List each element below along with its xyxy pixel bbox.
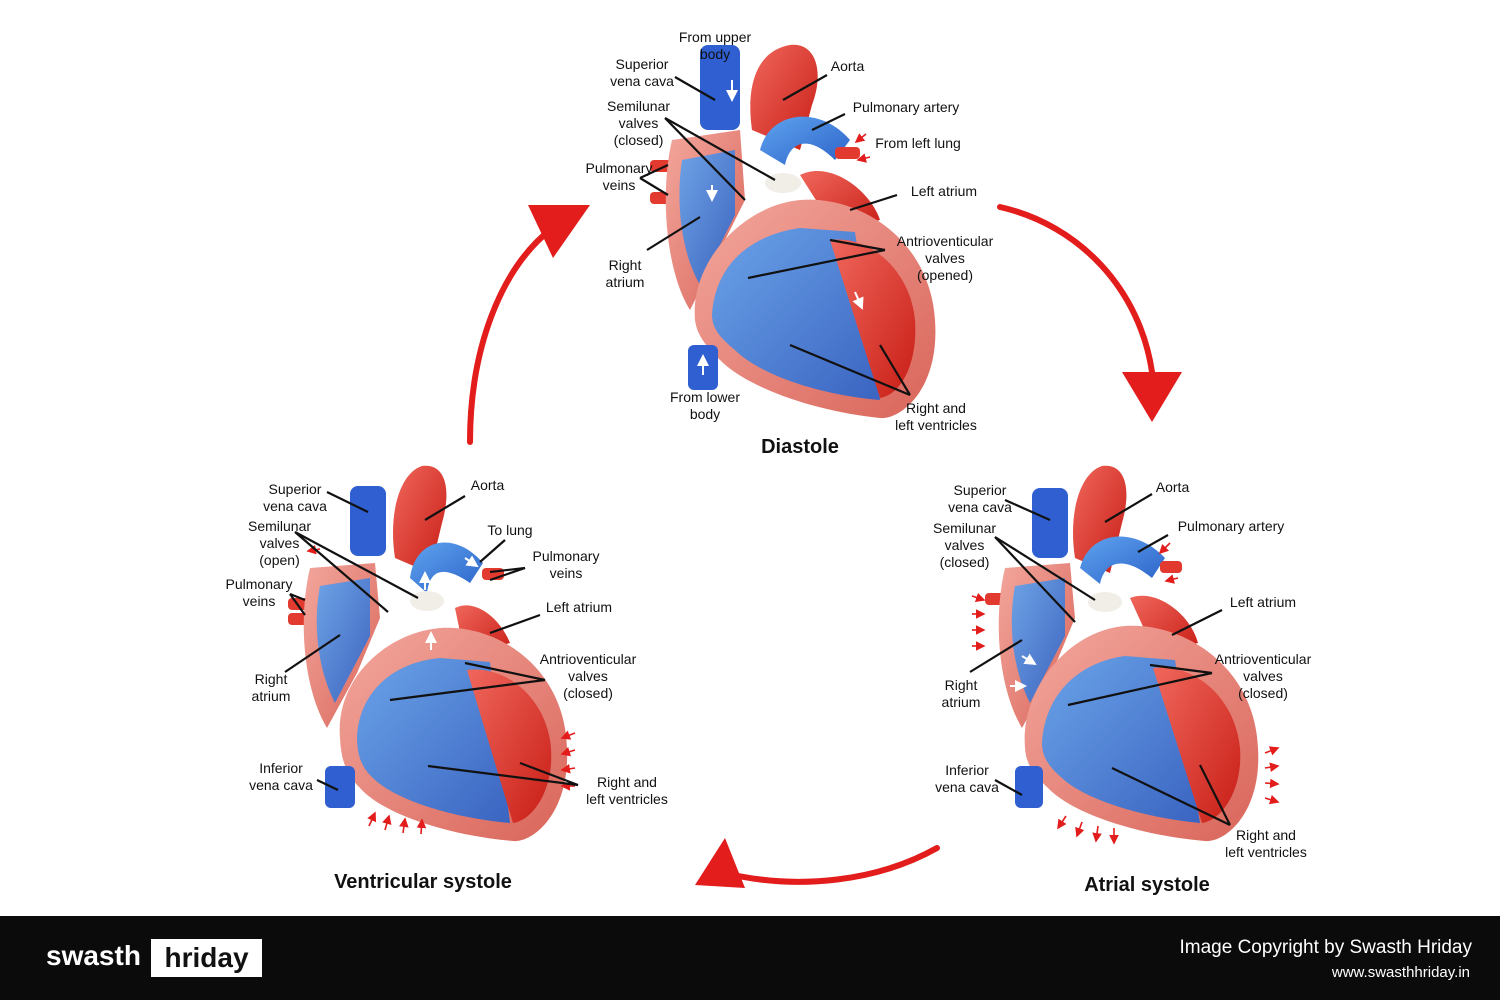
label-av-valves: Antrioventicular valves (opened) xyxy=(896,233,994,283)
label-ventricles: Right and left ventricles xyxy=(895,400,977,433)
right-atrium-chamber xyxy=(316,578,370,703)
heart-diastole xyxy=(650,44,936,419)
label-to-lung: To lung xyxy=(487,522,533,538)
label-aorta: Aorta xyxy=(470,477,505,493)
leader-lines xyxy=(284,74,1231,826)
label-ventricles: Right and left ventricles xyxy=(1225,827,1307,860)
label-inferior-vena-cava: Inferior vena cava xyxy=(935,762,999,795)
pulmonary-vein-shape xyxy=(1160,561,1182,573)
right-ventricle-chamber xyxy=(1042,656,1200,823)
left-ventricle-chamber xyxy=(467,669,552,823)
stage-title-diastole: Diastole xyxy=(761,436,839,458)
label-semilunar-valves: Semilunar valves (closed) xyxy=(606,98,671,148)
label-aorta: Aorta xyxy=(1155,479,1190,495)
label-left-atrium: Left atrium xyxy=(545,599,613,615)
cycle-arrowhead xyxy=(1122,372,1182,422)
label-right-atrium: Right atrium xyxy=(941,677,981,710)
label-av-valves: Antrioventicular valves (closed) xyxy=(539,651,637,701)
stage-title-atrial-systole: Atrial systole xyxy=(1084,874,1210,896)
cycle-arrows xyxy=(467,204,1182,888)
cycle-arrowhead xyxy=(528,205,590,258)
label-pulmonary-artery: Pulmonary artery xyxy=(852,99,960,115)
pulmonary-artery-shape xyxy=(760,116,850,165)
stage-title-ventricular-systole: Ventricular systole xyxy=(334,871,512,893)
right-atrium-chamber xyxy=(1011,578,1065,703)
label-pulmonary-veins-left: Pulmonary veins xyxy=(225,576,293,609)
label-right-atrium: Right atrium xyxy=(605,257,645,290)
label-from-lower-body: From lower body xyxy=(669,389,740,422)
cycle-arrow-diastole-to-atrial xyxy=(997,204,1155,375)
label-semilunar-valves: Semilunar valves (closed) xyxy=(932,520,997,570)
left-ventricle-chamber xyxy=(1153,667,1241,823)
label-right-atrium: Right atrium xyxy=(251,671,291,704)
website-link[interactable]: www.swasthhriday.in xyxy=(1331,964,1470,981)
left-ventricle-chamber xyxy=(830,239,916,398)
cycle-arrowhead xyxy=(695,838,745,888)
label-left-atrium: Left atrium xyxy=(1229,594,1297,610)
label-from-upper-body: From upper body xyxy=(678,29,752,62)
superior-vena-cava-shape xyxy=(350,486,386,556)
superior-vena-cava-shape xyxy=(1032,488,1068,558)
label-inferior-vena-cava: Inferior vena cava xyxy=(249,760,313,793)
cardiac-cycle-diagram: From upper body Superior vena cava Aorta… xyxy=(225,29,1312,896)
semilunar-valve-shape xyxy=(1088,592,1122,612)
cycle-arrow-atrial-to-ventricular xyxy=(717,845,940,885)
diagram-canvas xyxy=(284,44,1280,888)
heart-atrial-systole xyxy=(971,465,1280,845)
brand-logo-first-word: swasth xyxy=(46,940,141,971)
label-superior-vena-cava: Superior vena cava xyxy=(263,481,327,514)
right-ventricle-chamber xyxy=(712,228,880,400)
semilunar-valve-shape xyxy=(410,591,444,611)
label-pulmonary-veins: Pulmonary veins xyxy=(532,548,600,581)
label-pulmonary-artery: Pulmonary artery xyxy=(1177,518,1285,534)
label-superior-vena-cava: Superior vena cava xyxy=(610,56,674,89)
label-from-left-lung: From left lung xyxy=(875,135,961,151)
inferior-vena-cava-shape xyxy=(325,766,355,808)
label-superior-vena-cava: Superior vena cava xyxy=(948,482,1012,515)
copyright-text: Image Copyright by Swasth Hriday xyxy=(1179,937,1472,958)
label-pulmonary-veins: Pulmonary veins xyxy=(585,160,653,193)
right-atrium-chamber xyxy=(679,150,735,285)
superior-vena-cava-shape xyxy=(700,45,740,130)
label-ventricles: Right and left ventricles xyxy=(586,774,668,807)
label-aorta: Aorta xyxy=(830,58,865,74)
semilunar-valve-shape xyxy=(765,173,801,193)
label-left-atrium: Left atrium xyxy=(910,183,978,199)
brand-logo-second-word: hriday xyxy=(151,939,262,977)
inferior-vena-cava-shape xyxy=(1015,766,1043,808)
pulmonary-vein-shape xyxy=(835,147,860,159)
cycle-arrow-ventricular-to-diastole xyxy=(467,227,553,445)
label-semilunar-valves: Semilunar valves (open) xyxy=(247,518,312,568)
label-av-valves: Antrioventicular valves (closed) xyxy=(1214,651,1312,701)
